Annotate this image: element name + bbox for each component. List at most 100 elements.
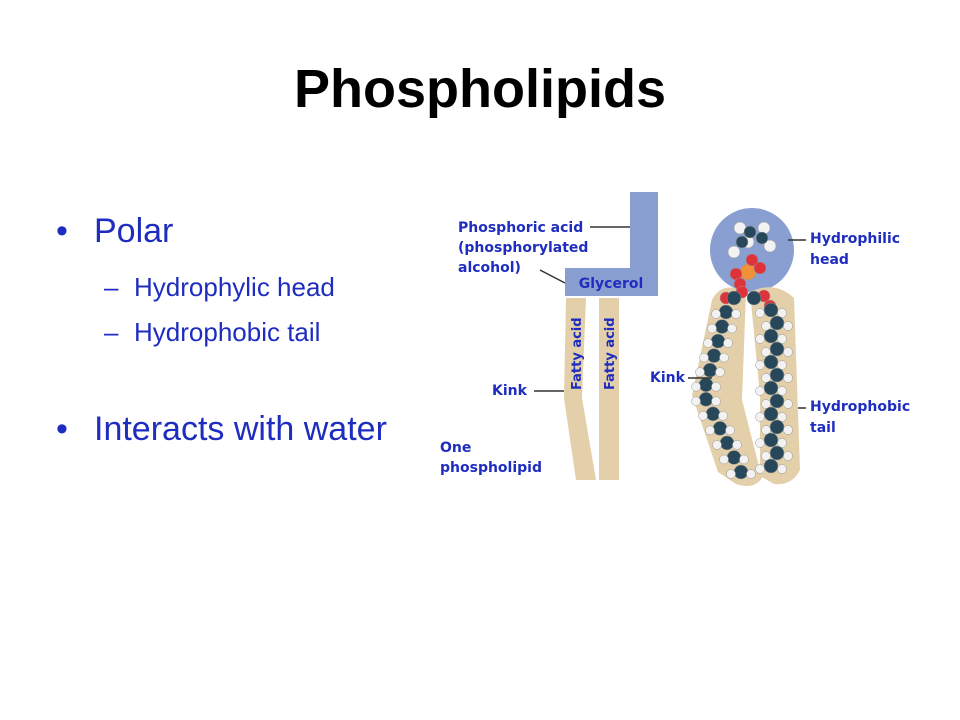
carbon-atom: [746, 290, 762, 306]
carbon-atom: [763, 380, 779, 396]
carbon-atom: [702, 362, 718, 378]
alcohol-label: alcohol): [458, 260, 521, 276]
kink-label-right: Kink: [650, 370, 686, 386]
carbon-atom: [763, 354, 779, 370]
hydrogen-atom: [726, 469, 736, 479]
hydrogen-atom: [783, 321, 793, 331]
hydrogen-atom: [691, 396, 701, 407]
hydrogen-atom: [695, 367, 705, 377]
carbon-atom: [719, 435, 735, 451]
hydrogen-atom: [763, 239, 777, 253]
subbullet-glyph: –: [104, 317, 119, 347]
hydrogen-atom: [698, 411, 708, 421]
hydrogen-atom: [711, 309, 721, 319]
phosphoric-acid-label: Phosphoric acid: [458, 220, 583, 236]
hydrogen-atom: [777, 360, 787, 370]
carbon-atom: [726, 450, 742, 465]
phospholipid-diagram: Glycerol Fatty acid Fatty acid Phosphori…: [430, 180, 960, 500]
carbon-atom: [718, 304, 734, 320]
carbon-atom: [706, 348, 722, 363]
bullet-text: Polar: [94, 212, 174, 250]
carbon-atom: [763, 406, 779, 422]
hydrogen-atom: [739, 454, 749, 465]
hydrogen-atom: [727, 323, 737, 334]
hydrogen-atom: [755, 308, 765, 318]
hydrogen-atom: [703, 338, 713, 348]
carbon-atom: [698, 377, 714, 392]
carbon-atom: [726, 290, 742, 306]
fatty-acid-label-2: Fatty acid: [603, 317, 618, 390]
hydrophilic-label: Hydrophilic: [810, 231, 900, 247]
hydrogen-atom: [719, 352, 729, 363]
carbon-atom: [712, 421, 728, 436]
hydrogen-atom: [755, 438, 765, 448]
hydrogen-atom: [755, 386, 765, 396]
carbon-atom: [698, 392, 714, 407]
kink-label-left: Kink: [492, 383, 528, 399]
hydrogen-atom: [712, 440, 722, 450]
atom-group: [691, 221, 793, 480]
hydrogen-atom: [777, 464, 787, 474]
hydrogen-atom: [723, 338, 733, 348]
carbon-atom: [735, 235, 749, 249]
hydrogen-atom: [732, 440, 742, 450]
hydrogen-atom: [711, 396, 721, 407]
hydrogen-atom: [761, 425, 771, 435]
carbon-atom: [705, 406, 721, 422]
phosphorus-atom: [739, 263, 757, 281]
bullet-text: Interacts with water: [94, 410, 387, 448]
hydrogen-atom: [755, 412, 765, 422]
phospholipid-label: phospholipid: [440, 460, 542, 476]
kinked-tail-region: [692, 287, 762, 486]
hydrogen-atom: [715, 367, 725, 377]
hydrogen-atom: [719, 454, 729, 465]
hydrogen-atom: [761, 451, 771, 461]
hydrogen-atom: [761, 373, 771, 383]
carbon-atom: [763, 458, 779, 474]
hydrogen-atom: [707, 323, 717, 334]
hydrogen-atom: [777, 334, 787, 344]
tail-label: tail: [810, 420, 836, 436]
subbullet-text: Hydrophylic head: [134, 272, 335, 302]
hydrogen-atom: [783, 373, 793, 383]
hydrogen-atom: [731, 309, 741, 319]
one-label: One: [440, 440, 471, 456]
carbon-atom: [733, 464, 749, 480]
fatty-acid-tail-straight: [599, 298, 619, 480]
carbon-atom: [769, 445, 785, 461]
hydrogen-atom: [777, 412, 787, 422]
hydrogen-atom: [783, 451, 793, 461]
carbon-atom: [763, 328, 779, 344]
hydrogen-atom: [783, 347, 793, 357]
slide-title: Phospholipids: [294, 59, 666, 119]
fatty-acid-tail-kinked: [564, 298, 596, 480]
hydrogen-atom: [761, 399, 771, 409]
alcohol-leader: [539, 269, 566, 284]
oxygen-atom: [753, 261, 767, 275]
head-label: head: [810, 252, 849, 268]
hydrogen-atom: [746, 469, 756, 479]
hydrogen-atom: [761, 347, 771, 357]
carbon-atom: [769, 419, 785, 435]
carbon-atom: [763, 302, 779, 318]
subbullet-text: Hydrophobic tail: [134, 317, 321, 347]
subbullet-glyph: –: [104, 272, 119, 302]
hydrogen-atom: [705, 425, 715, 436]
oxygen-atom: [745, 253, 759, 267]
hydrophilic-head-region: [710, 208, 794, 292]
hydrogen-atom: [711, 381, 721, 392]
fatty-acid-label-1: Fatty acid: [570, 317, 585, 390]
glycerol-label: Glycerol: [579, 276, 644, 292]
carbon-atom: [769, 315, 785, 331]
hydrogen-atom: [783, 425, 793, 435]
carbon-atom: [714, 319, 730, 334]
hydrogen-atom: [783, 399, 793, 409]
hydrogen-atom: [699, 352, 709, 363]
hydrogen-atom: [755, 464, 765, 474]
carbon-atom: [755, 231, 769, 245]
hydrogen-atom: [691, 381, 701, 392]
hydrogen-atom: [777, 438, 787, 448]
hydrogen-atom: [755, 334, 765, 344]
hydrogen-atom: [755, 360, 765, 370]
hydrogen-atom: [761, 321, 771, 331]
